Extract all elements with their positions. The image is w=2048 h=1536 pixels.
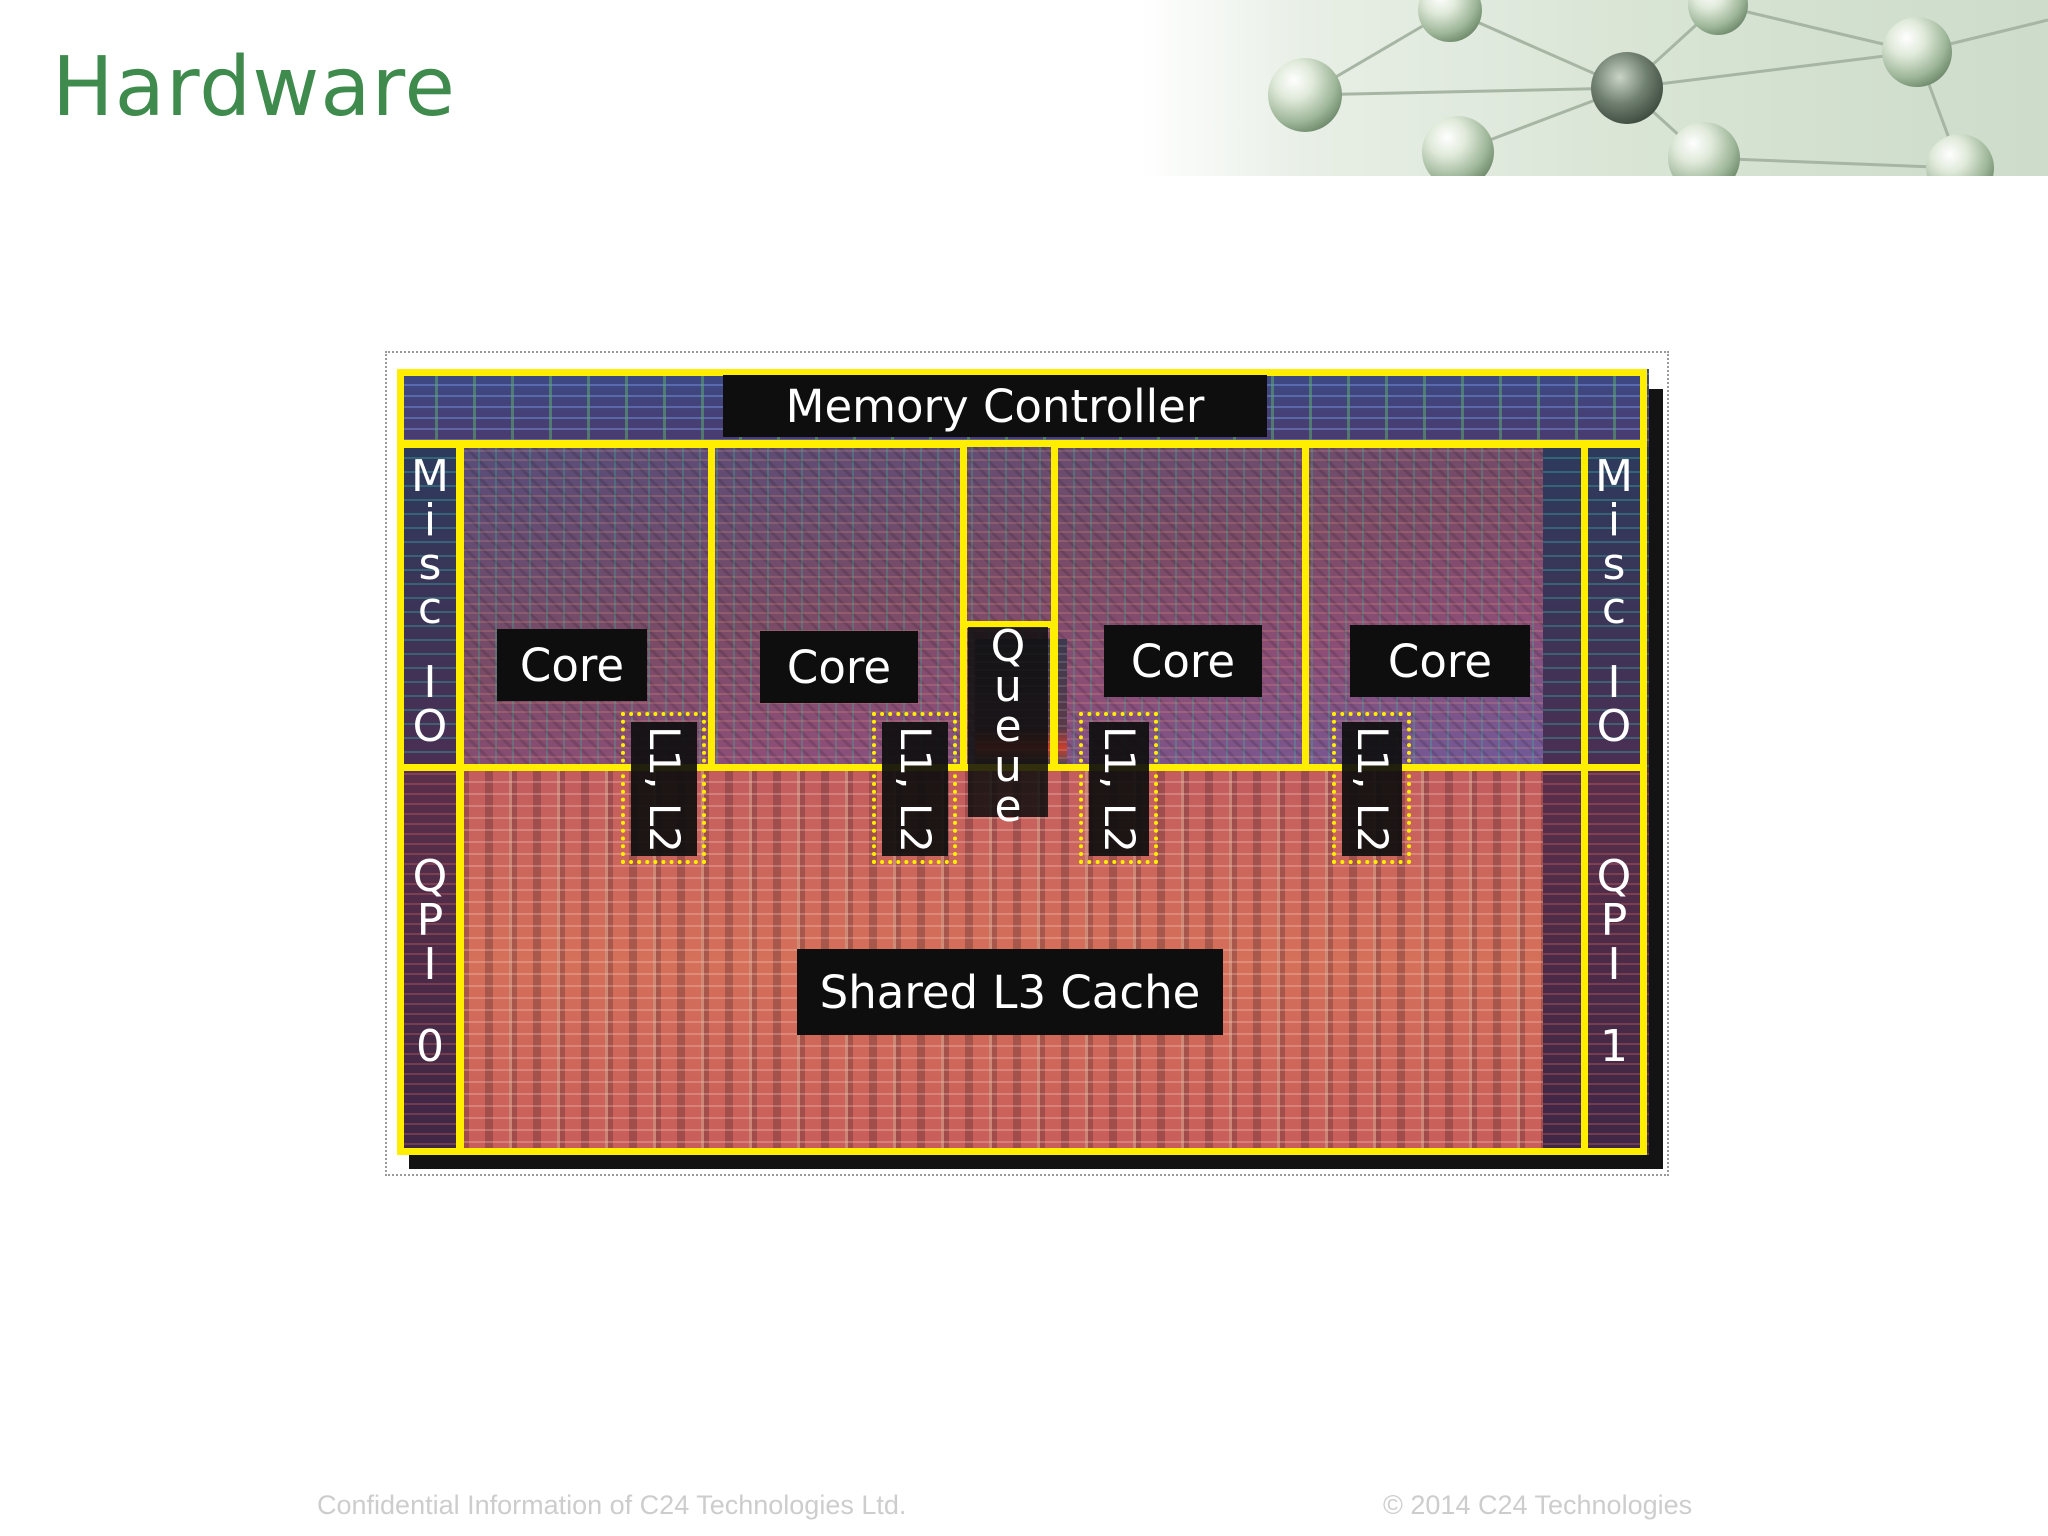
core-2-cache-outline [872,712,957,864]
misc-io-letter: M [411,451,449,502]
misc-io-right-region [1543,447,1649,767]
slide-title: Hardware [52,40,456,135]
memory-controller-outline [397,369,1647,447]
qpi-letter: Q [1596,851,1632,902]
footer-confidential: Confidential Information of C24 Technolo… [317,1490,907,1520]
qpi-letter: 1 [1600,1021,1628,1072]
queue-letter: u [994,661,1022,712]
misc-io-letter: c [417,583,443,634]
misc-io-letter: i [423,495,437,546]
core-4-cache-label: L1, L2 [1342,722,1402,856]
shared-l3-cache-label: Shared L3 Cache [797,949,1223,1035]
core-2-label: Core [760,631,918,703]
core-3-cache-label: L1, L2 [1089,722,1149,856]
qpi-letter: P [416,895,444,946]
core-3-label: Core [1104,625,1262,697]
qpi-letter: Q [412,851,448,902]
core-4-cache-outline [1332,712,1411,864]
qpi-0-label: Q P I 0 [404,855,456,1095]
qpi-left-region [397,767,461,1155]
footer-copyright: © 2014 C24 Technologies [1383,1490,1693,1520]
core-3-cache-outline [1079,712,1158,864]
queue-label: Q u e u e [968,621,1048,829]
memory-controller-label: Memory Controller [723,375,1267,437]
qpi-letter: I [423,939,437,990]
core-1-cache-outline [621,712,706,864]
qpi-letter: P [1600,895,1628,946]
queue-letter: u [994,741,1022,792]
queue-letter: e [994,781,1022,832]
qpi-right-region [1543,767,1649,1155]
qpi-1-label: Q P I 1 [1588,855,1640,1095]
misc-io-letter: c [1601,583,1627,634]
misc-io-letter: O [1596,701,1632,752]
misc-io-right-label: M i s c I O [1588,455,1640,755]
processor-die-diagram: Memory Controller Core Core Core Core L1… [385,351,1669,1176]
core-2-cache-text: L1, L2 [890,725,940,853]
misc-io-letter: M [1595,451,1633,502]
core-3-cache-text: L1, L2 [1094,725,1144,853]
misc-io-letter: s [418,539,442,590]
qpi-letter: I [1607,939,1621,990]
core-1-cache-text: L1, L2 [639,725,689,853]
misc-io-letter: I [423,657,437,708]
queue-letter: e [994,701,1022,752]
queue-letter: Q [990,621,1026,672]
misc-io-letter: I [1607,657,1621,708]
misc-io-left-region [397,447,461,767]
misc-io-left-label: M i s c I O [404,455,456,755]
qpi-letter: 0 [416,1021,444,1072]
core-4-cache-text: L1, L2 [1347,725,1397,853]
misc-io-letter: O [412,701,448,752]
misc-io-letter: i [1607,495,1621,546]
core-4-label: Core [1350,625,1530,697]
misc-io-letter: s [1602,539,1626,590]
core-1-cache-label: L1, L2 [631,722,697,856]
core-1-label: Core [497,629,647,701]
network-globes-icon [1140,0,2048,176]
core-2-cache-label: L1, L2 [882,722,948,856]
die-shot: Memory Controller Core Core Core Core L1… [397,369,1649,1155]
